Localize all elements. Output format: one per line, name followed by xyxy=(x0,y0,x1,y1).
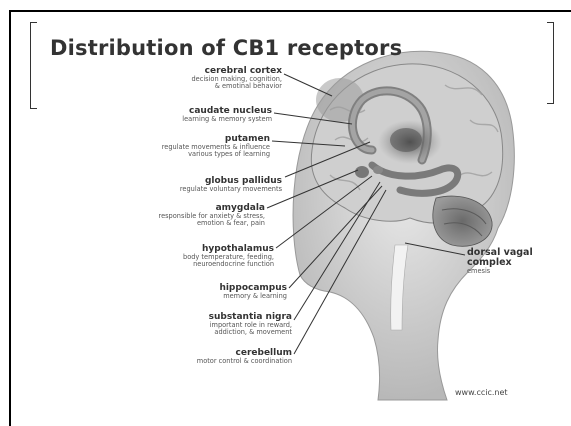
page-title: Distribution of CB1 receptors xyxy=(50,36,402,60)
label-globus-pallidus: globus pallidus regulate voluntary movem… xyxy=(110,177,282,193)
source-credit: www.ccic.net xyxy=(455,388,508,397)
label-desc: regulate voluntary movements xyxy=(110,186,282,193)
label-dorsal-vagal-complex: dorsal vagal complex emesis xyxy=(467,248,533,275)
label-amygdala: amygdala responsible for anxiety & stres… xyxy=(93,204,265,227)
label-desc: memory & learning xyxy=(115,293,287,300)
label-desc: & emotinal behavior xyxy=(110,83,282,90)
label-hypothalamus: hypothalamus body temperature, feeding, … xyxy=(102,245,274,268)
label-desc: various types of learning xyxy=(98,151,270,158)
label-cerebellum: cerebellum motor control & coordination xyxy=(120,349,292,365)
label-hippocampus: hippocampus memory & learning xyxy=(115,284,287,300)
label-desc: emotion & fear, pain xyxy=(93,220,265,227)
putamen-core xyxy=(390,128,422,152)
label-desc: motor control & coordination xyxy=(120,358,292,365)
label-putamen: putamen regulate movements & influence v… xyxy=(98,135,270,158)
label-desc: emesis xyxy=(467,268,533,275)
amygdala-shape xyxy=(355,166,369,178)
label-cerebral-cortex: cerebral cortex decision making, cogniti… xyxy=(110,67,282,90)
label-desc: neuroendocrine function xyxy=(102,261,274,268)
label-desc: learning & memory system xyxy=(100,116,272,123)
label-caudate-nucleus: caudate nucleus learning & memory system xyxy=(100,107,272,123)
hypothalamus-shape xyxy=(373,166,383,174)
label-substantia-nigra: substantia nigra important role in rewar… xyxy=(120,313,292,336)
label-desc: addiction, & movement xyxy=(120,329,292,336)
